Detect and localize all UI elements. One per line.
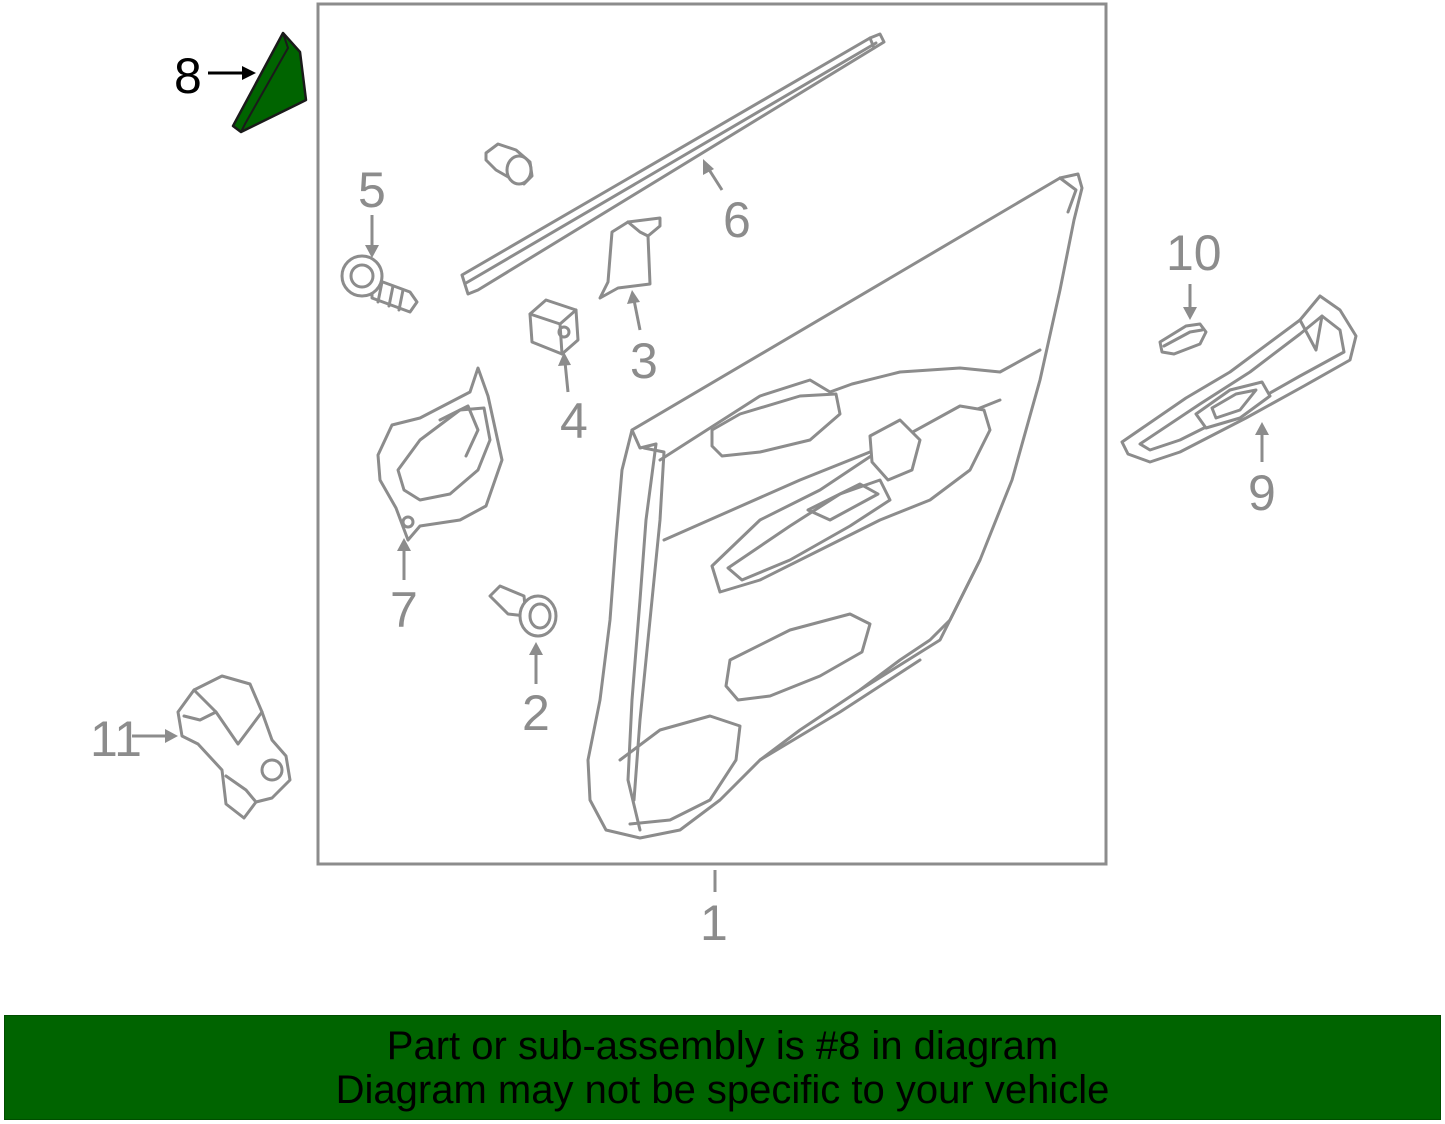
- part-6-belt-molding[interactable]: [460, 32, 886, 296]
- part-1-door-trim-panel[interactable]: [586, 172, 1084, 840]
- callout-7-arrow: [397, 538, 411, 580]
- push-clip: [484, 142, 534, 186]
- callout-6-arrow: [703, 159, 724, 191]
- callout-10: 10: [1166, 225, 1222, 281]
- info-banner: Part or sub-assembly is #8 in diagram Di…: [4, 1015, 1441, 1120]
- callout-7: 7: [390, 582, 418, 638]
- callout-4: 4: [560, 393, 588, 449]
- callout-3: 3: [630, 333, 658, 389]
- callout-11-arrow: [132, 729, 178, 743]
- part-10-switch-cover[interactable]: [1158, 322, 1208, 356]
- part-11-window-switch[interactable]: [176, 674, 292, 820]
- callout-6: 6: [723, 192, 751, 248]
- callout-8: 8: [174, 48, 202, 104]
- callout-2-arrow: [529, 642, 543, 684]
- banner-line-2: Diagram may not be specific to your vehi…: [335, 1067, 1110, 1112]
- callout-3-arrow: [627, 290, 642, 331]
- callout-8-arrow: [208, 66, 256, 80]
- callout-4-arrow: [558, 352, 571, 393]
- part-9-switch-bezel[interactable]: [1120, 294, 1358, 464]
- part-2-push-clip[interactable]: [488, 584, 558, 638]
- part-4-switch-clip[interactable]: [528, 298, 580, 356]
- callout-5: 5: [358, 162, 386, 218]
- callout-1: 1: [700, 895, 728, 951]
- part-8-corner-trim[interactable]: [231, 31, 308, 134]
- callout-10-arrow: [1183, 284, 1197, 320]
- callout-5-arrow: [365, 215, 379, 258]
- callout-2: 2: [522, 685, 550, 741]
- callout-11: 11: [90, 711, 142, 767]
- callout-9: 9: [1248, 465, 1276, 521]
- banner-line-1: Part or sub-assembly is #8 in diagram: [386, 1023, 1059, 1068]
- callout-9-arrow: [1255, 422, 1269, 462]
- parts-diagram: 8 6 5 3: [90, 2, 1358, 951]
- part-3-bracket[interactable]: [598, 216, 662, 300]
- assembly-frame: [316, 2, 1108, 866]
- part-5-screw[interactable]: [340, 254, 419, 314]
- part-7-inner-handle[interactable]: [376, 366, 504, 542]
